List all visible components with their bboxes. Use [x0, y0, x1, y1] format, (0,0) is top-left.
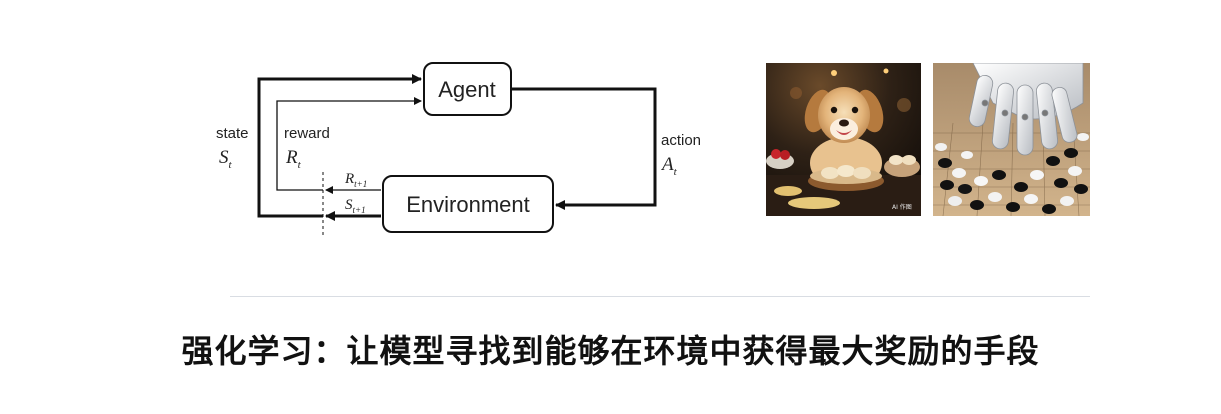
- section-divider: [230, 296, 1090, 297]
- action-symbol: At: [660, 154, 678, 178]
- state-symbol: St: [219, 147, 233, 171]
- reward-arrow: [276, 97, 422, 191]
- dog-dumplings-photo: AI 作图: [766, 63, 921, 216]
- action-arrow: [511, 87, 657, 210]
- environment-label: Environment: [406, 192, 530, 217]
- next-reward-symbol: Rt+1: [344, 171, 367, 189]
- robot-go-photo: [933, 63, 1090, 216]
- state-arrow: [257, 74, 422, 218]
- reward-word: reward: [284, 125, 330, 142]
- rl-loop-diagram: Agent Environment state St reward Rt act…: [216, 62, 700, 236]
- next-state-symbol: St+1: [345, 197, 366, 215]
- dog-photo-watermark: AI 作图: [892, 203, 912, 211]
- action-word: action: [661, 132, 700, 149]
- slide-caption: 强化学习：让模型寻找到能够在环境中获得最大奖励的手段: [181, 332, 1040, 370]
- reward-symbol: Rt: [285, 147, 302, 171]
- state-word: state: [216, 125, 249, 142]
- environment-box: [382, 175, 554, 233]
- agent-label: Agent: [438, 77, 496, 102]
